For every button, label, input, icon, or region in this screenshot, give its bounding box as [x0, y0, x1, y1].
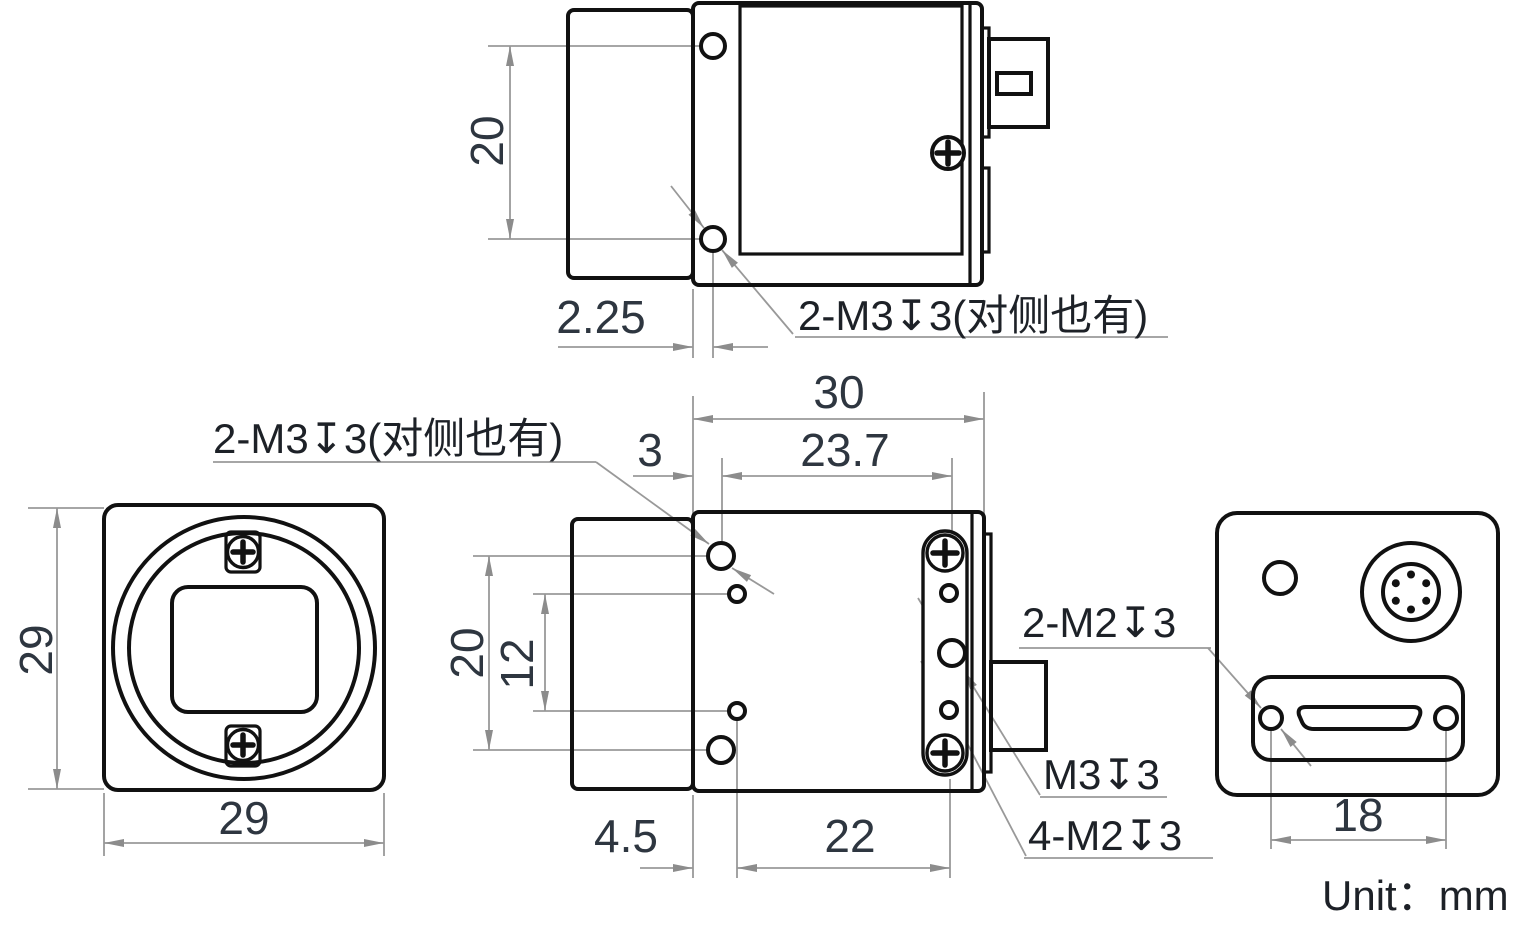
dim-hole-spacing: 20 — [461, 115, 513, 166]
screw-icon — [225, 534, 261, 570]
screw-icon — [930, 135, 966, 171]
thread-label-m3: M3↧3 — [1043, 751, 1160, 798]
top-rear-connector — [987, 37, 1050, 129]
data-connector-housing — [1251, 675, 1465, 762]
lens-mount-outer-ring — [111, 515, 377, 781]
front-view: 29 29 — [10, 503, 386, 856]
thread-label-2m2: 2-M2↧3 — [1022, 599, 1176, 646]
leader-side-thread-a — [595, 461, 710, 545]
connector-pin — [1422, 596, 1431, 605]
m3-hole — [699, 225, 727, 253]
leader-top-thread-a — [670, 185, 705, 229]
m3-hole — [706, 735, 736, 765]
dim-bottom-front: 4.5 — [594, 810, 658, 862]
m3-hole — [706, 541, 736, 571]
dim-bottom-span: 22 — [824, 810, 875, 862]
m2-hole — [727, 584, 747, 604]
m3-hole — [937, 638, 967, 668]
side-lens-barrel — [570, 517, 695, 791]
thread-label: 2-M3↧3(对侧也有) — [798, 292, 1148, 339]
leader-side-thread-b — [731, 567, 775, 595]
m2-hole — [939, 583, 959, 603]
dim-connector-holes: 18 — [1332, 789, 1383, 841]
m2-hole — [727, 701, 747, 721]
top-view: 20 2.25 2-M3↧3(对侧也有) — [461, 1, 1168, 358]
connector-pin — [1391, 579, 1400, 588]
screw-icon — [925, 533, 965, 573]
connector-pin — [1391, 596, 1400, 605]
side-rear-connector — [989, 660, 1048, 752]
front-view-dimension-lines — [28, 507, 385, 856]
connector-pin — [1422, 579, 1431, 588]
thread-label: 2-M3↧3(对侧也有) — [213, 415, 563, 462]
top-lens-barrel — [566, 8, 695, 280]
m2-hole — [1258, 705, 1284, 731]
connector-pin — [1407, 570, 1415, 579]
top-connector-latch-slot — [995, 71, 1033, 96]
dim-hole-offset: 2.25 — [556, 291, 646, 343]
dim-m2-spacing: 12 — [491, 638, 543, 689]
back-view: 18 2-M2↧3 — [1019, 511, 1500, 849]
power-io-connector — [1360, 541, 1462, 643]
top-camera-body — [691, 1, 984, 287]
led-indicator-hole — [1262, 560, 1298, 596]
dim-m3-spacing: 20 — [441, 627, 493, 678]
unit-note: Unit：mm — [1322, 872, 1509, 919]
back-body-face — [1215, 511, 1500, 797]
dim-front-hole: 3 — [637, 424, 663, 476]
top-body-panel — [738, 4, 964, 256]
sensor-window — [170, 585, 319, 714]
leader-top-thread-b — [721, 249, 794, 335]
dim-body-width: 30 — [813, 366, 864, 418]
side-rear-flange — [982, 532, 993, 774]
screw-icon — [225, 727, 261, 763]
top-rear-flange-lower — [980, 166, 991, 254]
connector-pin — [1407, 605, 1415, 614]
side-view-dimension-lines — [213, 392, 1213, 878]
screw-icon — [925, 733, 965, 773]
data-connector-slot — [1296, 705, 1423, 731]
top-view-dimension-lines — [488, 45, 1168, 358]
leader-m3-b — [962, 669, 1041, 796]
thread-label-4m2: 4-M2↧3 — [1028, 812, 1182, 859]
side-view: 30 23.7 3 20 12 4.5 22 2-M3↧3(对侧也有) M3↧3… — [213, 366, 1213, 878]
m2-hole — [939, 700, 959, 720]
front-body-face — [102, 503, 386, 792]
dim-height: 29 — [10, 624, 62, 675]
m2-hole — [1433, 705, 1459, 731]
dim-width: 29 — [218, 792, 269, 844]
m3-hole — [699, 32, 727, 60]
dim-rear-holes: 23.7 — [800, 424, 890, 476]
